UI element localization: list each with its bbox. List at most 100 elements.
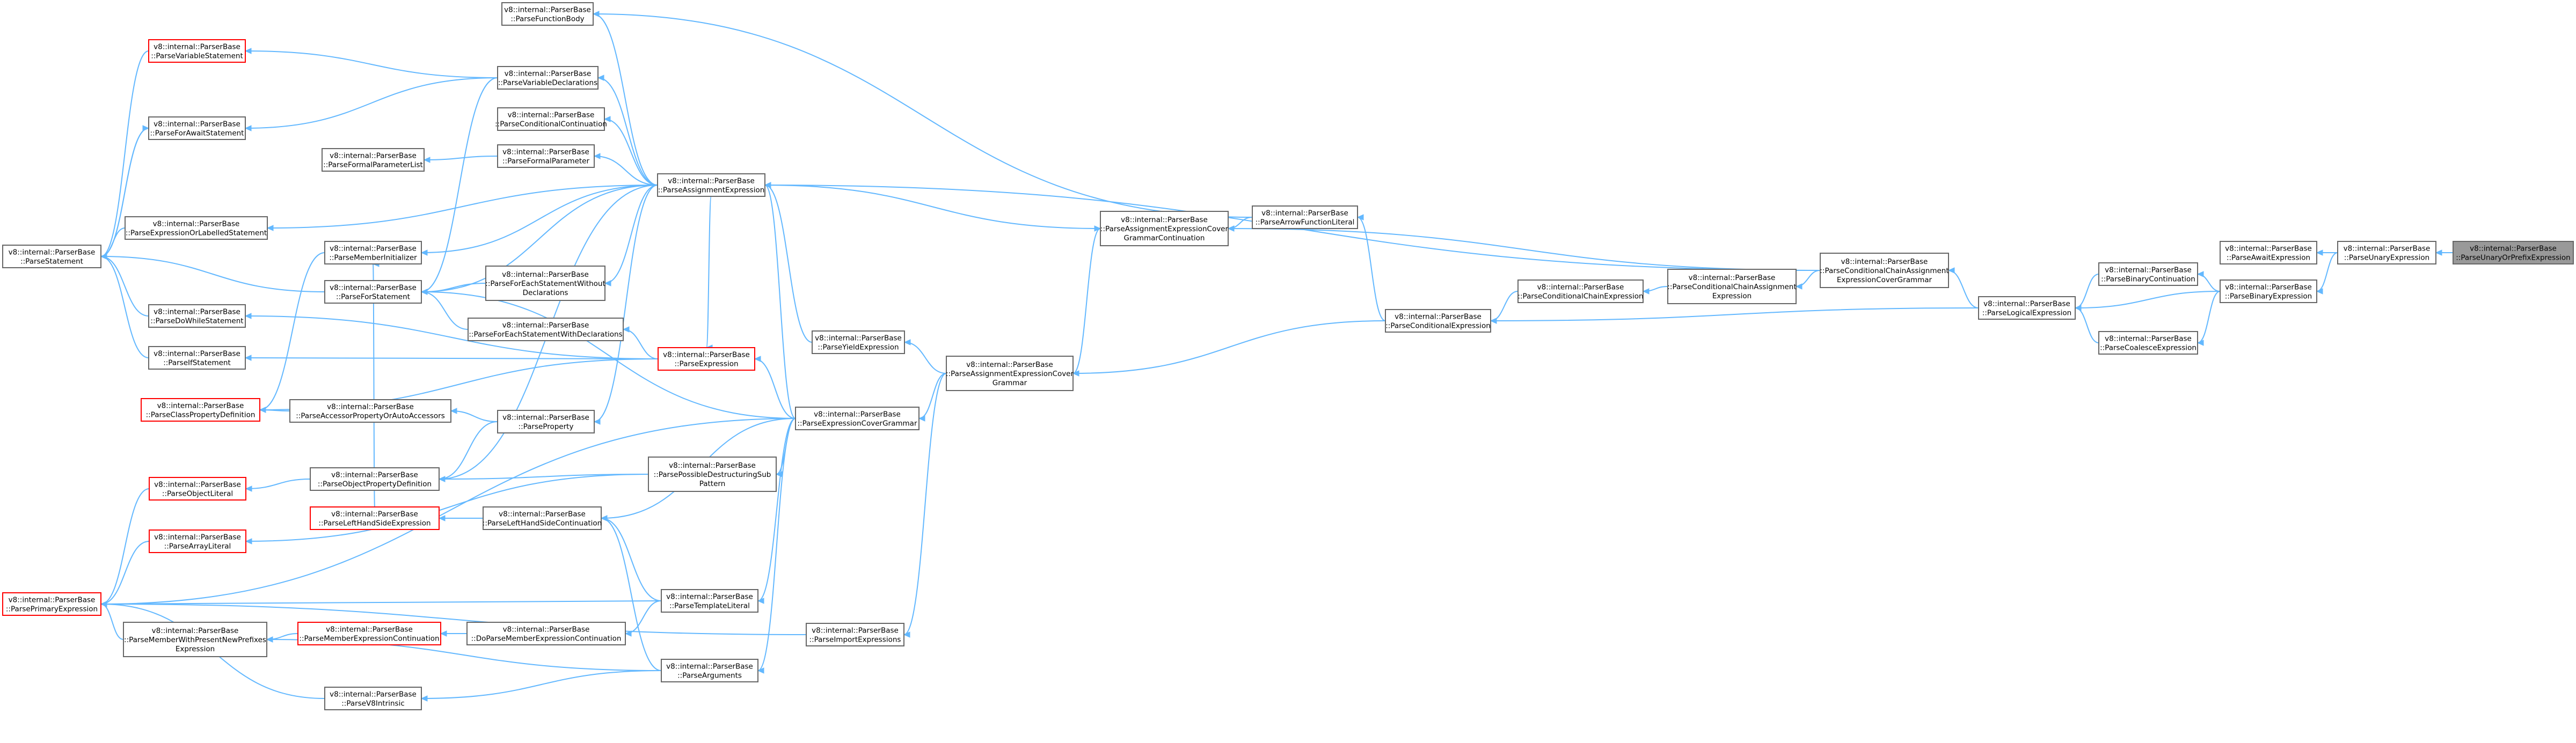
call-edge — [1948, 270, 1979, 308]
node-box — [149, 529, 246, 553]
node-domemberexprcont[interactable]: v8::internal::ParserBase::DoParseMemberE… — [466, 622, 626, 645]
node-aecg[interactable]: v8::internal::ParserBase::ParseAssignmen… — [946, 356, 1074, 391]
node-label-line: v8::internal::ParserBase — [154, 481, 241, 489]
call-edge — [450, 410, 498, 422]
arrowhead — [918, 415, 925, 422]
node-label-line: v8::internal::ParserBase — [154, 350, 240, 358]
arrowhead — [420, 289, 428, 295]
node-formalparam[interactable]: v8::internal::ParserBase::ParseFormalPar… — [497, 144, 595, 168]
node-forawait[interactable]: v8::internal::ParserBase::ParseForAwaitS… — [148, 116, 246, 140]
arrowhead — [600, 515, 608, 521]
node-await[interactable]: v8::internal::ParserBase::ParseAwaitExpr… — [2220, 241, 2317, 264]
call-edge — [1490, 291, 1519, 321]
arrowhead — [592, 11, 600, 17]
node-label-line: v8::internal::ParserBase — [815, 334, 902, 343]
node-assign[interactable]: v8::internal::ParserBase::ParseAssignmen… — [657, 173, 765, 197]
node-box — [1385, 309, 1491, 333]
node-root[interactable]: v8::internal::ParserBase::ParseUnaryOrPr… — [2453, 241, 2574, 264]
node-memberexprcont[interactable]: v8::internal::ParserBase::ParseMemberExp… — [297, 622, 441, 645]
node-conditional[interactable]: v8::internal::ParserBase::ParseCondition… — [1385, 309, 1491, 333]
node-label-line: ::ParseForStatement — [336, 293, 410, 301]
arrowhead — [1947, 267, 1955, 274]
arrowhead — [2196, 340, 2204, 346]
node-v8intrinsic[interactable]: v8::internal::ParserBase::ParseV8Intrins… — [324, 687, 422, 710]
node-label-line: ::ParseMemberInitializer — [329, 254, 417, 262]
node-exprlabeled[interactable]: v8::internal::ParserBase::ParseExpressio… — [125, 216, 268, 240]
node-box — [324, 241, 422, 264]
node-box — [125, 216, 268, 240]
node-label-line: ::ParseBinaryExpression — [2225, 292, 2312, 301]
node-yield[interactable]: v8::internal::ParserBase::ParseYieldExpr… — [812, 330, 905, 354]
node-label-line: ::ParseBinaryContinuation — [2101, 275, 2195, 284]
node-statement[interactable]: v8::internal::ParserBase::ParseStatement — [2, 245, 101, 268]
node-lhs[interactable]: v8::internal::ParserBase::ParseLeftHandS… — [310, 506, 440, 530]
node-arguments[interactable]: v8::internal::ParserBase::ParseArguments — [661, 659, 758, 682]
node-forstmt[interactable]: v8::internal::ParserBase::ParseForStatem… — [324, 280, 422, 304]
call-edge — [903, 373, 947, 635]
node-import[interactable]: v8::internal::ParserBase::ParseImportExp… — [806, 623, 904, 646]
node-expr[interactable]: v8::internal::ParserBase::ParseExpressio… — [658, 347, 755, 371]
node-binary[interactable]: v8::internal::ParserBase::ParseBinaryExp… — [2220, 279, 2317, 303]
call-edge — [100, 256, 149, 317]
node-lhscont[interactable]: v8::internal::ParserBase::ParseLeftHandS… — [483, 506, 602, 530]
node-objprop[interactable]: v8::internal::ParserBase::ParseObjectPro… — [310, 467, 440, 491]
arrowhead — [1094, 225, 1101, 232]
arrowhead — [438, 515, 446, 521]
node-ifstmt[interactable]: v8::internal::ParserBase::ParseIfStateme… — [148, 346, 246, 370]
node-box — [1667, 269, 1797, 304]
node-varstmt[interactable]: v8::internal::ParserBase::ParseVariableS… — [148, 39, 246, 63]
node-label-line: v8::internal::ParserBase — [2105, 335, 2192, 343]
node-meminit[interactable]: v8::internal::ParserBase::ParseMemberIni… — [324, 241, 422, 264]
node-vardecl[interactable]: v8::internal::ParserBase::ParseVariableD… — [497, 66, 599, 90]
call-edge — [245, 50, 498, 78]
call-edge — [764, 185, 796, 419]
node-possibledestr[interactable]: v8::internal::ParserBase::ParsePossibleD… — [648, 457, 777, 492]
node-dowhile[interactable]: v8::internal::ParserBase::ParseDoWhileSt… — [148, 304, 246, 328]
call-edge — [764, 185, 1101, 229]
node-objlit[interactable]: v8::internal::ParserBase::ParseObjectLit… — [149, 477, 246, 501]
node-box — [1820, 253, 1949, 288]
node-accessor[interactable]: v8::internal::ParserBase::ParseAccessorP… — [289, 399, 451, 423]
node-memberwithnew[interactable]: v8::internal::ParserBase::ParseMemberWit… — [123, 622, 267, 657]
node-aecgcont[interactable]: v8::internal::ParserBase::ParseAssignmen… — [1100, 211, 1229, 246]
node-condchainacg[interactable]: v8::internal::ParserBase::ParseCondition… — [1820, 253, 1949, 288]
node-condchain[interactable]: v8::internal::ParserBase::ParseCondition… — [1517, 279, 1644, 303]
arrowhead — [603, 116, 611, 122]
node-property[interactable]: v8::internal::ParserBase::ParseProperty — [497, 410, 595, 433]
node-fnbody[interactable]: v8::internal::ParserBase::ParseFunctionB… — [501, 2, 594, 26]
node-label-line: ::ParseImportExpressions — [809, 636, 901, 644]
call-edge — [100, 541, 150, 605]
node-primary[interactable]: v8::internal::ParserBase::ParsePrimaryEx… — [2, 592, 101, 616]
node-formalparamlist[interactable]: v8::internal::ParserBase::ParseFormalPar… — [322, 148, 425, 172]
node-arraylit[interactable]: v8::internal::ParserBase::ParseArrayLite… — [149, 529, 246, 553]
node-box — [148, 39, 246, 63]
call-edge — [776, 418, 796, 475]
node-foreachwith[interactable]: v8::internal::ParserBase::ParseForEachSt… — [468, 318, 624, 341]
call-edge — [593, 13, 658, 186]
call-edge — [245, 315, 659, 359]
call-edge — [267, 185, 658, 229]
node-binarycont[interactable]: v8::internal::ParserBase::ParseBinaryCon… — [2098, 262, 2198, 286]
node-condcont[interactable]: v8::internal::ParserBase::ParseCondition… — [495, 107, 607, 131]
node-label-line: ::ParsePrimaryExpression — [6, 605, 98, 614]
node-unary[interactable]: v8::internal::ParserBase::ParseUnaryExpr… — [2337, 241, 2436, 264]
node-classprop[interactable]: v8::internal::ParserBase::ParseClassProp… — [141, 398, 260, 422]
call-edge — [918, 373, 947, 419]
node-label-line: v8::internal::ParserBase — [154, 308, 240, 317]
arrowhead — [1072, 370, 1079, 377]
node-box — [324, 687, 422, 710]
node-box — [324, 280, 422, 304]
node-coalesce[interactable]: v8::internal::ParserBase::ParseCoalesceE… — [2098, 331, 2198, 355]
node-logical[interactable]: v8::internal::ParserBase::ParseLogicalEx… — [1978, 296, 2076, 320]
node-label-line: ::ParseForAwaitStatement — [150, 129, 244, 138]
arrowhead — [259, 407, 266, 413]
node-ecg[interactable]: v8::internal::ParserBase::ParseExpressio… — [795, 407, 920, 430]
call-edge — [754, 358, 796, 419]
node-foreachwithout[interactable]: v8::internal::ParserBase::ParseForEachSt… — [485, 266, 605, 301]
node-label-line: ::ParseClassPropertyDefinition — [146, 411, 256, 420]
node-template[interactable]: v8::internal::ParserBase::ParseTemplateL… — [661, 589, 758, 613]
node-arrowlit[interactable]: v8::internal::ParserBase::ParseArrowFunc… — [1252, 205, 1358, 229]
call-edge — [373, 263, 375, 507]
node-condchainae[interactable]: v8::internal::ParserBase::ParseCondition… — [1667, 269, 1797, 304]
call-edge — [764, 185, 813, 343]
